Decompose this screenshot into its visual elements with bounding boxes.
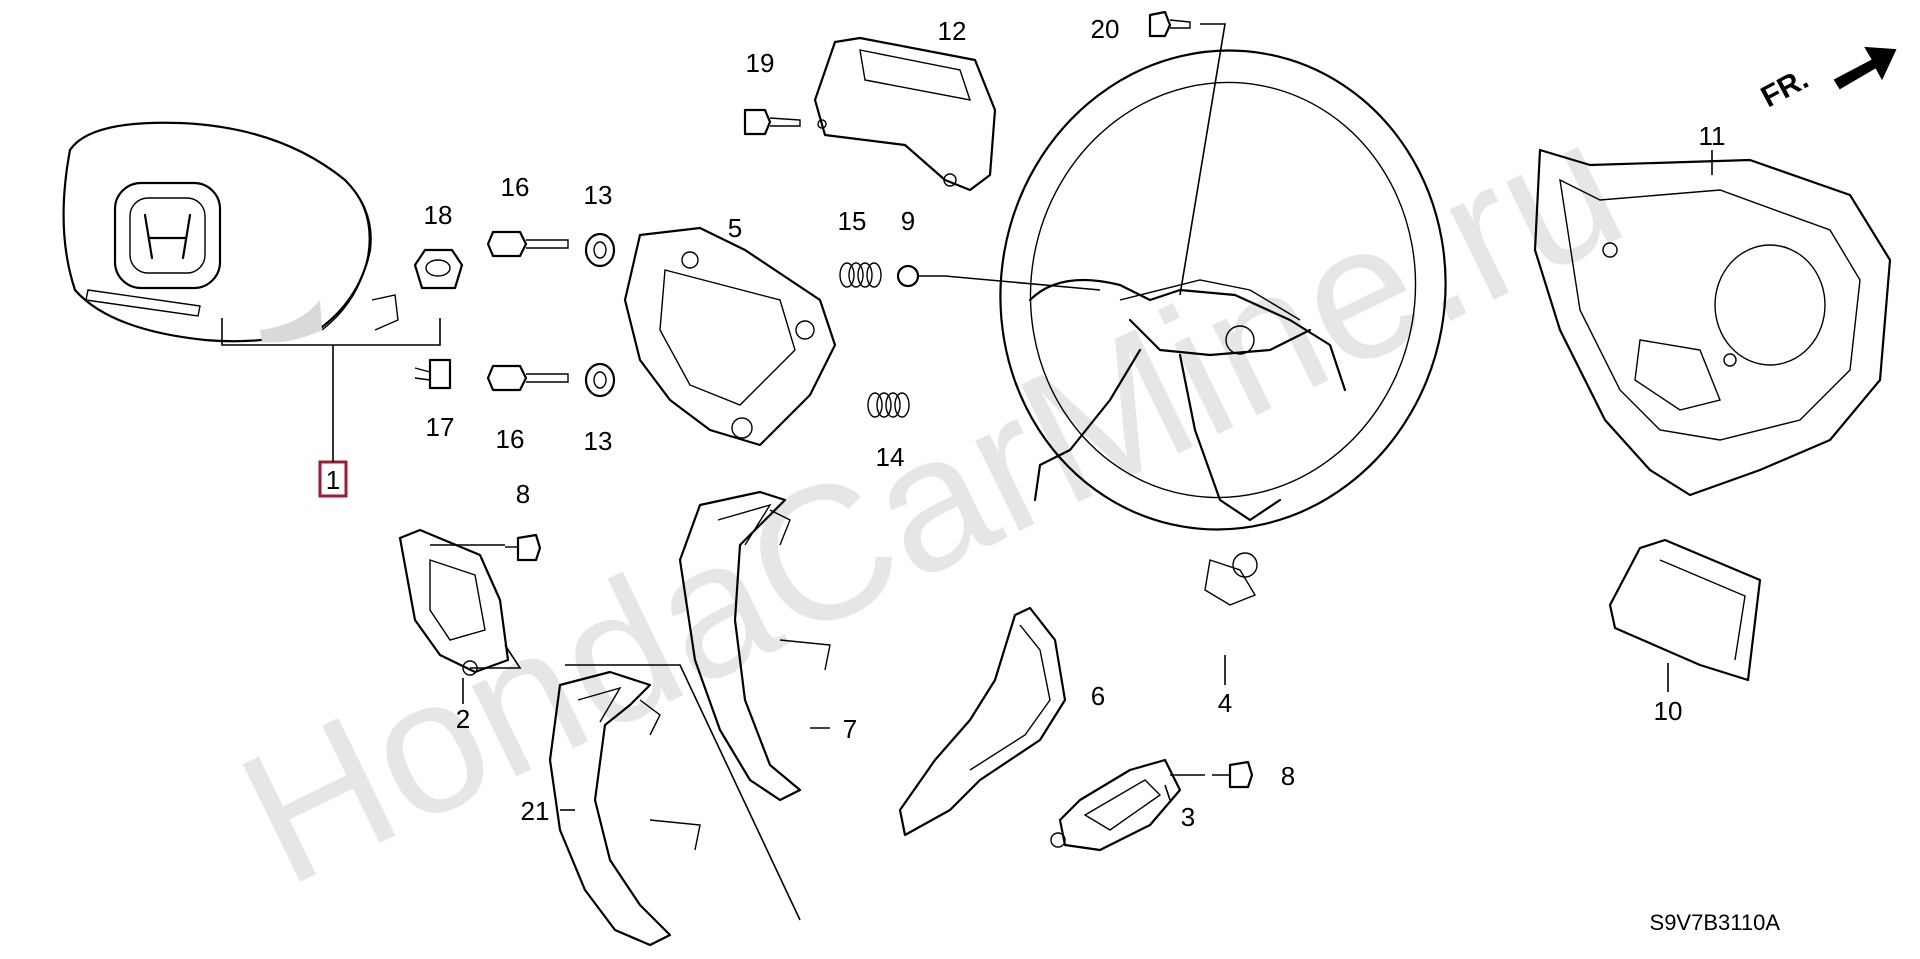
- garnish-6[interactable]: [898, 606, 1067, 837]
- bolt-17[interactable]: [414, 358, 452, 390]
- bolt-16-upper[interactable]: [486, 230, 569, 258]
- screw-8-lower[interactable]: [1212, 760, 1254, 789]
- callout-16-upper[interactable]: 16: [501, 172, 530, 202]
- screw-20[interactable]: [1148, 10, 1191, 38]
- switch-3[interactable]: [1050, 758, 1182, 852]
- callout-12[interactable]: 12: [938, 16, 967, 46]
- callout-6[interactable]: 6: [1091, 681, 1105, 711]
- airbag-module[interactable]: [62, 121, 399, 343]
- callout-8-lower[interactable]: 8: [1281, 761, 1295, 791]
- cover-10[interactable]: [1608, 538, 1762, 682]
- screw-19[interactable]: [743, 108, 827, 136]
- callout-14[interactable]: 14: [876, 442, 905, 472]
- cover-12[interactable]: [813, 36, 997, 192]
- drawing-code: S9V7B3110A: [1650, 910, 1781, 935]
- callout-3[interactable]: 3: [1181, 802, 1195, 832]
- callout-15[interactable]: 15: [838, 206, 867, 236]
- cover-11[interactable]: [1533, 148, 1892, 497]
- callout-7[interactable]: 7: [843, 714, 857, 744]
- callout-20[interactable]: 20: [1091, 14, 1120, 44]
- bolt-16-lower[interactable]: [486, 364, 569, 392]
- front-direction-label: FR.: [1756, 62, 1814, 114]
- spring-14[interactable]: [867, 392, 910, 418]
- arrow-icon: [1833, 46, 1897, 90]
- callout-11[interactable]: 11: [1699, 121, 1726, 151]
- callout-21[interactable]: 21: [521, 796, 550, 826]
- callout-8-upper[interactable]: 8: [516, 479, 530, 509]
- screw-9[interactable]: [896, 264, 945, 288]
- front-direction-arrow: FR.: [1756, 46, 1897, 114]
- garnish-7[interactable]: [678, 490, 831, 802]
- steering-wheel-4[interactable]: [963, 15, 1484, 606]
- screw-8-upper[interactable]: [505, 533, 542, 562]
- callout-1[interactable]: 1: [326, 465, 340, 495]
- washer-13-upper[interactable]: [584, 232, 616, 268]
- bracket-5[interactable]: [623, 226, 837, 447]
- callout-9[interactable]: 9: [901, 206, 915, 236]
- callout-10[interactable]: 10: [1654, 696, 1683, 726]
- callout-4[interactable]: 4: [1218, 688, 1232, 718]
- callout-16-lower[interactable]: 16: [496, 424, 525, 454]
- washer-13-lower[interactable]: [584, 362, 616, 398]
- callout-5[interactable]: 5: [728, 213, 742, 243]
- garnish-21[interactable]: [548, 670, 701, 947]
- callout-13-upper[interactable]: 13: [584, 180, 613, 210]
- callout-19[interactable]: 19: [746, 48, 775, 78]
- callout-18[interactable]: 18: [424, 200, 453, 230]
- callout-2[interactable]: 2: [456, 704, 470, 734]
- spring-15[interactable]: [839, 262, 882, 288]
- callout-17[interactable]: 17: [426, 412, 455, 442]
- callout-13-lower[interactable]: 13: [584, 426, 613, 456]
- nut-18[interactable]: [413, 248, 464, 290]
